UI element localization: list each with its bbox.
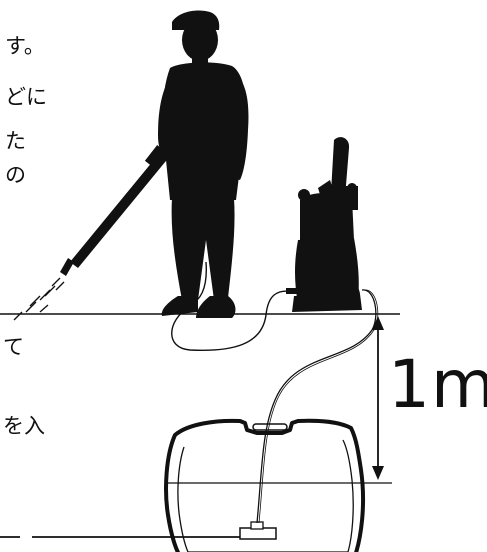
- text-fragment-6: を入: [3, 414, 45, 438]
- water-spray-icon: [13, 277, 65, 321]
- text-fragment-1: す。: [5, 34, 45, 58]
- height-arrow: [372, 316, 384, 480]
- text-fragment-4: の: [5, 163, 26, 187]
- pressure-washer-icon: [286, 137, 362, 312]
- suction-hose: [256, 289, 377, 524]
- person-silhouette-icon: [158, 10, 249, 318]
- text-fragment-2: どに: [5, 85, 47, 109]
- text-fragment-5: て: [3, 335, 24, 359]
- text-fragment-3: た: [5, 129, 26, 153]
- suction-filter-icon: [239, 521, 277, 540]
- spray-lance-icon: [60, 145, 170, 276]
- height-label: 1m: [388, 346, 487, 423]
- water-tank-icon: [164, 418, 366, 552]
